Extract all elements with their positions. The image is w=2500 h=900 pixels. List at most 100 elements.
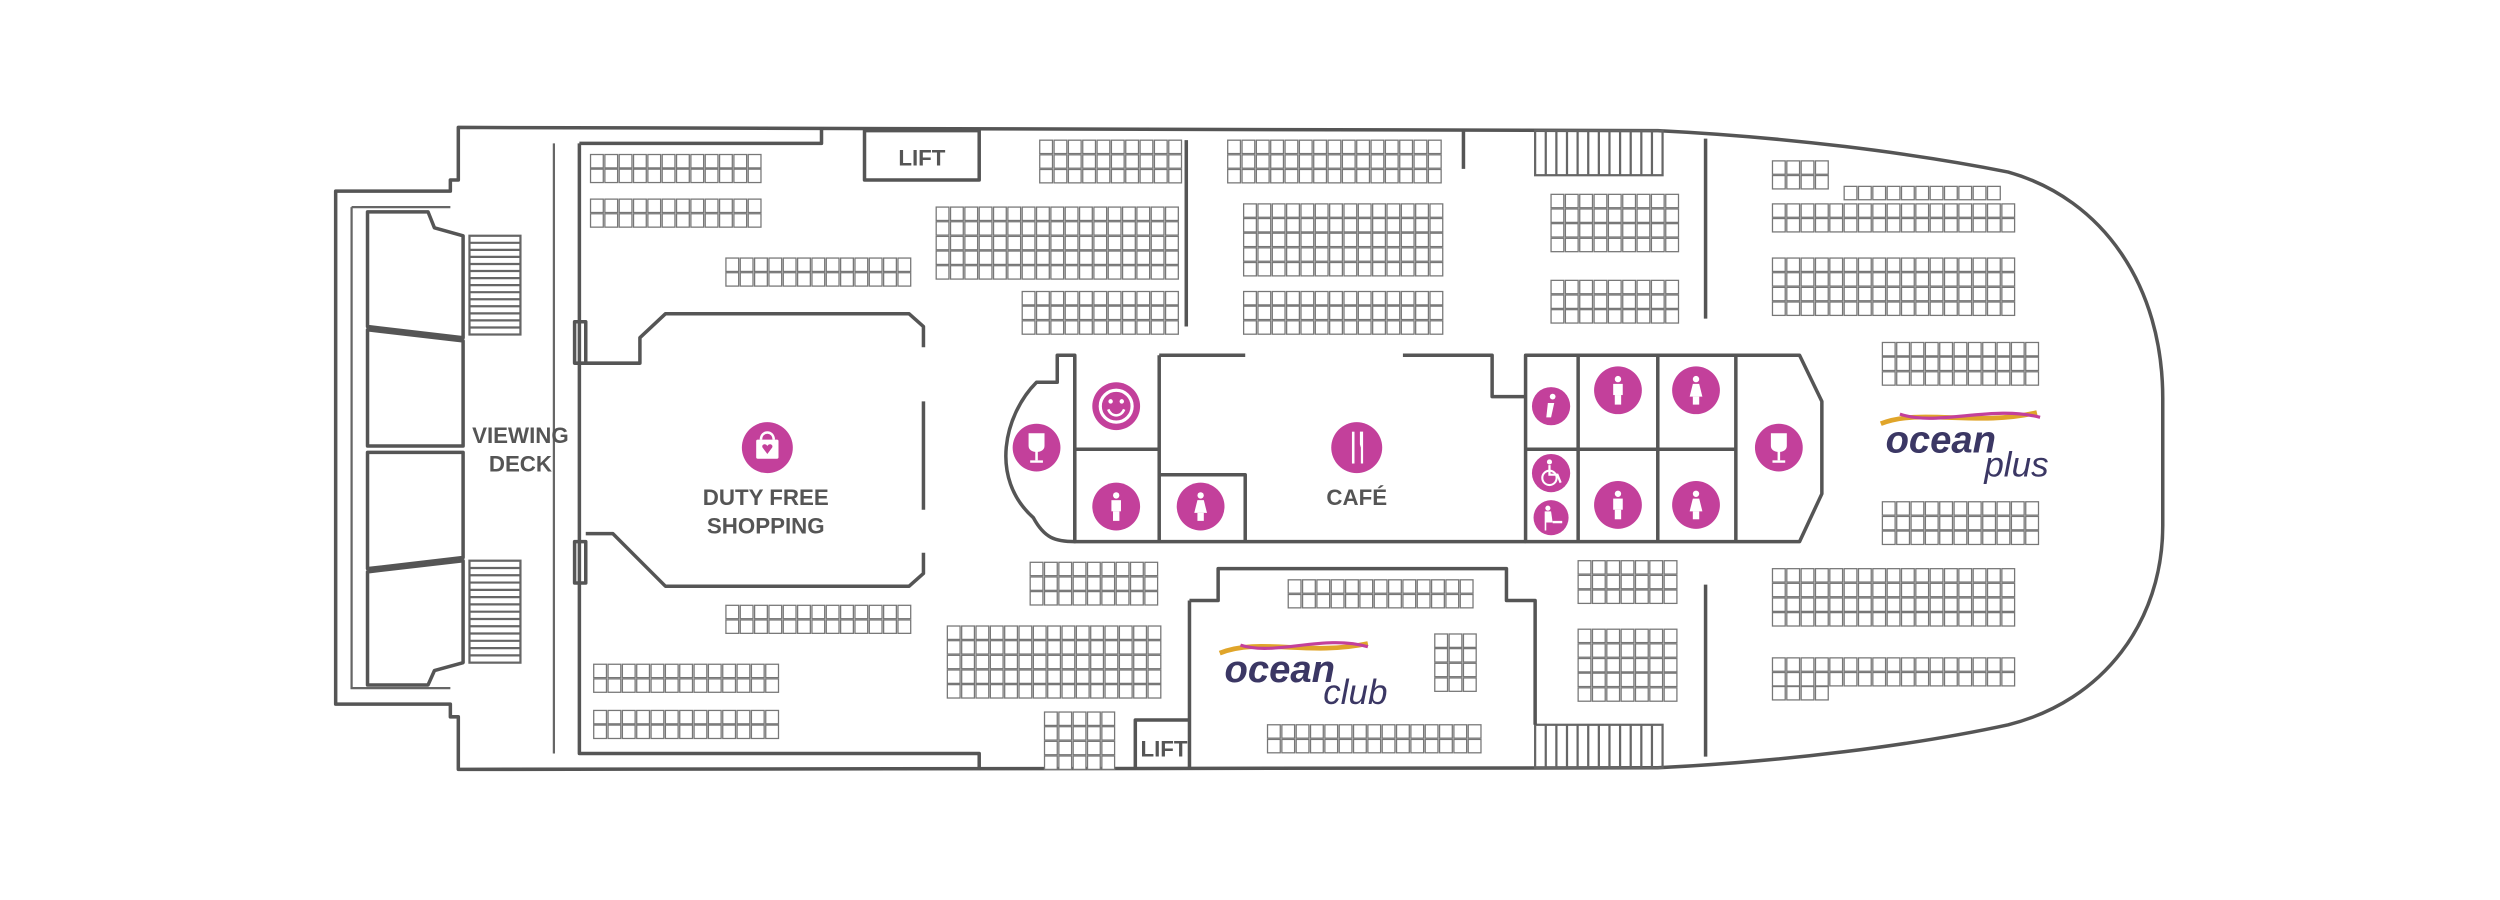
seat	[1771, 286, 1786, 302]
seat	[1314, 320, 1329, 335]
seat	[868, 604, 883, 620]
seat	[1402, 593, 1417, 609]
seat	[1606, 657, 1621, 673]
seat	[1910, 501, 1925, 516]
seat	[1387, 593, 1402, 609]
seat	[882, 604, 898, 620]
seat	[1900, 272, 1915, 287]
seat	[782, 604, 797, 620]
seat	[1929, 612, 1944, 627]
seat	[1915, 582, 1930, 598]
seat	[593, 678, 608, 693]
seat	[1270, 154, 1285, 169]
seat	[1771, 612, 1786, 627]
seat	[1896, 515, 1911, 531]
seat	[1050, 265, 1065, 280]
seat	[1622, 208, 1637, 224]
seat	[725, 272, 740, 287]
seat	[992, 221, 1007, 236]
seat	[2001, 657, 2016, 672]
seat	[607, 724, 622, 740]
male-toilet-icon	[1092, 482, 1141, 531]
seat	[1982, 501, 1997, 516]
seat	[1448, 662, 1463, 678]
seat	[1004, 683, 1019, 699]
seat	[632, 198, 647, 214]
seat	[1309, 724, 1324, 739]
seat	[1843, 568, 1858, 583]
seat	[1295, 724, 1310, 739]
seat	[1118, 683, 1133, 699]
seat	[704, 213, 719, 228]
seat	[589, 168, 604, 184]
seat	[1104, 640, 1119, 655]
seat	[1150, 265, 1165, 280]
seat	[854, 604, 869, 620]
seat	[1886, 301, 1901, 317]
seat	[604, 153, 619, 169]
seat	[1622, 193, 1637, 209]
seat	[1829, 286, 1844, 302]
seat	[1150, 305, 1165, 321]
seat	[1300, 247, 1315, 262]
seat	[1634, 687, 1649, 702]
seat	[593, 663, 608, 679]
seat	[693, 709, 708, 725]
seat	[1622, 223, 1637, 238]
seat	[1771, 257, 1786, 273]
seat	[1107, 250, 1122, 266]
seat	[1227, 154, 1242, 169]
seat	[1329, 305, 1344, 321]
seat	[1429, 203, 1444, 218]
seat	[1150, 221, 1165, 236]
seat	[725, 604, 740, 620]
seat	[1372, 290, 1387, 306]
seat	[1606, 560, 1621, 575]
seat	[1370, 168, 1385, 184]
seat	[1663, 687, 1678, 702]
seat	[1164, 290, 1179, 306]
seat	[618, 213, 633, 228]
seat	[2010, 356, 2025, 372]
seat	[782, 619, 797, 634]
seat	[1043, 755, 1058, 771]
seat	[1593, 193, 1608, 209]
seat	[1915, 257, 1930, 273]
seat	[1786, 597, 1801, 612]
seat	[1285, 261, 1301, 277]
seat	[2010, 371, 2025, 386]
seat	[1915, 301, 1930, 317]
seat	[1058, 755, 1073, 771]
seat	[1886, 185, 1901, 201]
seat	[753, 619, 768, 634]
seat	[1900, 597, 1915, 612]
seat	[2025, 341, 2040, 357]
svg-text:plus: plus	[1983, 445, 2048, 484]
seat	[636, 724, 651, 740]
seat	[1313, 168, 1328, 184]
seat	[1800, 272, 1815, 287]
seat	[1129, 576, 1144, 591]
seat	[1227, 139, 1242, 155]
seat	[1136, 250, 1151, 266]
seat	[1591, 628, 1606, 644]
seat	[1021, 320, 1036, 335]
seat	[1093, 265, 1108, 280]
seat	[1800, 203, 1815, 218]
seat	[1330, 579, 1345, 594]
seat	[964, 250, 979, 266]
seat	[1415, 261, 1430, 277]
seat	[1857, 657, 1872, 672]
seat	[1771, 272, 1786, 287]
seat	[1118, 640, 1133, 655]
seat	[1313, 139, 1328, 155]
seat	[1386, 217, 1401, 233]
seat	[1564, 279, 1579, 295]
seat	[1427, 139, 1442, 155]
seat	[1064, 265, 1079, 280]
seat	[1620, 574, 1635, 590]
seat	[1266, 724, 1281, 739]
seat	[707, 678, 722, 693]
seat	[1061, 625, 1076, 641]
wheelchair-icon	[1531, 453, 1571, 493]
